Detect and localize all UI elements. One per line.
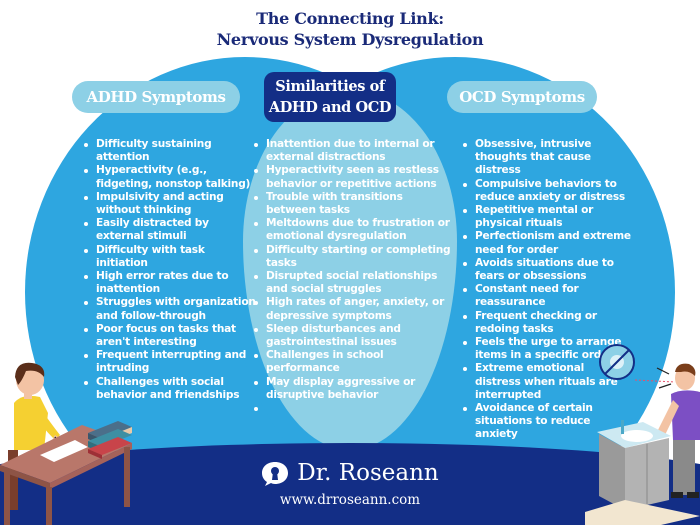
list-item: Frequent checking or redoing tasks bbox=[461, 310, 631, 336]
list-item: Sleep disturbances and gastrointestinal … bbox=[252, 323, 452, 349]
similarities-label-line-2: ADHD and OCD bbox=[268, 99, 392, 116]
list-item: Difficulty starting or completing tasks bbox=[252, 244, 452, 270]
list-item: Trouble with transitions between tasks bbox=[252, 191, 452, 217]
ocd-symptoms-list: Obsessive, intrusive thoughts that cause… bbox=[461, 138, 631, 442]
list-item: Challenges in school performance bbox=[252, 349, 452, 375]
ocd-symptoms-label: OCD Symptoms bbox=[447, 81, 597, 113]
adhd-symptoms-list: Difficulty sustaining attention Hyperact… bbox=[82, 138, 257, 402]
list-item: Impulsivity and acting without thinking bbox=[82, 191, 257, 217]
title-line-1: The Connecting Link: bbox=[256, 9, 444, 28]
list-item: Avoidance of certain situations to reduc… bbox=[461, 402, 631, 442]
list-item: Difficulty sustaining attention bbox=[82, 138, 257, 164]
list-item: Inattention due to internal or external … bbox=[252, 138, 452, 164]
list-item: Hyperactivity seen as restless behavior … bbox=[252, 164, 452, 190]
overlap-lens bbox=[243, 90, 457, 450]
list-item: Meltdowns due to frustration or emotiona… bbox=[252, 217, 452, 243]
footer-band bbox=[0, 443, 700, 525]
list-item: Difficulty with task initiation bbox=[82, 244, 257, 270]
list-item: May display aggressive or disruptive beh… bbox=[252, 376, 452, 402]
brand-name: Dr. Roseann bbox=[297, 460, 439, 486]
similarities-list: Inattention due to internal or external … bbox=[252, 138, 452, 415]
list-item: Disrupted social relationships and socia… bbox=[252, 270, 452, 296]
list-item: Compulsive behaviors to reduce anxiety o… bbox=[461, 178, 631, 204]
title-line-2: Nervous System Dysregulation bbox=[216, 30, 484, 49]
list-item: Obsessive, intrusive thoughts that cause… bbox=[461, 138, 631, 178]
list-item: Constant need for reassurance bbox=[461, 283, 631, 309]
list-item: Hyperactivity (e.g., fidgeting, nonstop … bbox=[82, 164, 257, 190]
list-item-empty bbox=[252, 402, 452, 415]
list-item: Challenges with social behavior and frie… bbox=[82, 376, 257, 402]
keyhole-speech-bubble-icon bbox=[262, 462, 289, 486]
list-item: Struggles with organization and follow-t… bbox=[82, 296, 257, 322]
list-item: Repetitive mental or physical rituals bbox=[461, 204, 631, 230]
similarities-label: Similarities of ADHD and OCD bbox=[264, 72, 396, 122]
brand: Dr. Roseann bbox=[0, 458, 700, 494]
handwashing-illustration bbox=[585, 344, 700, 525]
website-url[interactable]: www.drroseann.com bbox=[279, 492, 421, 508]
list-item: High rates of anger, anxiety, or depress… bbox=[252, 296, 452, 322]
page-title: The Connecting Link: Nervous System Dysr… bbox=[0, 8, 700, 50]
list-item: Avoids situations due to fears or obsess… bbox=[461, 257, 631, 283]
list-item: Extreme emotional distress when rituals … bbox=[461, 362, 631, 402]
list-item: High error rates due to inattention bbox=[82, 270, 257, 296]
similarities-label-line-1: Similarities of bbox=[275, 78, 385, 95]
list-item: Easily distracted by external stimuli bbox=[82, 217, 257, 243]
list-item: Feels the urge to arrange items in a spe… bbox=[461, 336, 631, 362]
child-at-desk-illustration bbox=[0, 362, 132, 525]
adhd-symptoms-label: ADHD Symptoms bbox=[72, 81, 240, 113]
list-item: Frequent interrupting and intruding bbox=[82, 349, 257, 375]
list-item: Perfectionism and extreme need for order bbox=[461, 230, 631, 256]
list-item: Poor focus on tasks that aren't interest… bbox=[82, 323, 257, 349]
